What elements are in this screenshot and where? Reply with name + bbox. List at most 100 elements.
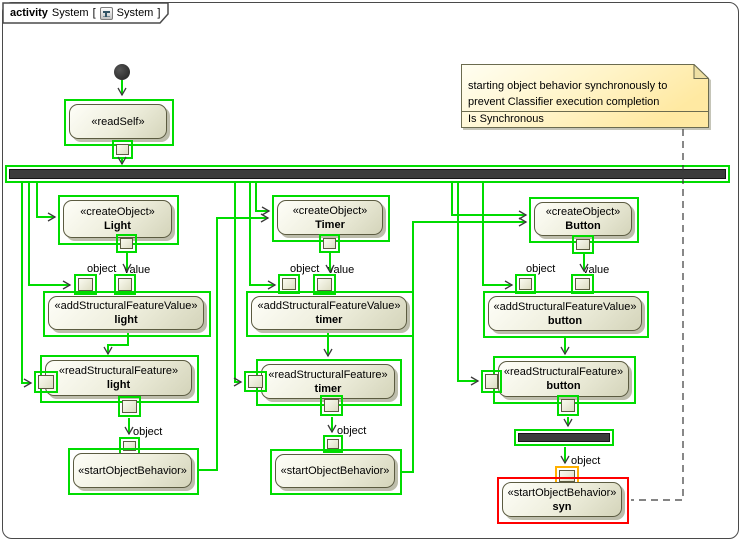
frame-header-tab xyxy=(2,2,169,24)
pin-read-timer-output[interactable] xyxy=(320,395,343,416)
action-body: «createObject» Button xyxy=(534,202,632,236)
stereotype-label: «startObjectBehavior» xyxy=(78,464,187,477)
edge-start-timer-to-create-button[interactable] xyxy=(401,217,528,473)
edge-add-to-read-light[interactable] xyxy=(103,333,129,356)
stereotype-label: «readStructuralFeature» xyxy=(503,366,624,378)
stereotype-label: «readStructuralFeature» xyxy=(58,365,179,377)
pin-square xyxy=(485,374,498,389)
pin-square xyxy=(519,278,532,290)
pin-square xyxy=(327,439,339,449)
frame-header: activity System [ System ] xyxy=(10,6,160,20)
frame-bracket-open: [ xyxy=(92,7,96,19)
pin-square xyxy=(559,470,575,482)
pin-square xyxy=(123,441,136,451)
action-body: «addStructuralFeatureValue» timer xyxy=(251,296,407,330)
pin-add-button-object[interactable] xyxy=(515,274,536,294)
action-name: light xyxy=(114,314,138,326)
pin-square xyxy=(561,399,575,412)
action-add-timer[interactable]: «addStructuralFeatureValue» timer xyxy=(246,291,414,337)
edge-fork-to-readpin-button[interactable] xyxy=(457,183,480,386)
action-start-syn[interactable]: «startObjectBehavior» syn xyxy=(497,477,629,524)
pin-square xyxy=(317,278,332,291)
edge-fork-to-objectpin-button[interactable] xyxy=(482,183,514,290)
activity-diagram-icon xyxy=(99,6,113,20)
action-body: «readStructuralFeature» light xyxy=(45,360,192,396)
pin-create-timer-output[interactable] xyxy=(319,234,340,253)
edge-start-light-to-create-timer[interactable] xyxy=(198,213,270,471)
pin-read-button-input[interactable] xyxy=(481,370,502,393)
action-name: syn xyxy=(552,500,572,513)
stereotype-label: «startObjectBehavior» xyxy=(280,465,390,477)
action-start-light[interactable]: «startObjectBehavior» xyxy=(68,448,199,495)
pin-square xyxy=(120,238,133,249)
pin-add-button-value[interactable] xyxy=(571,274,594,294)
action-name: timer xyxy=(315,314,343,326)
action-add-button[interactable]: «addStructuralFeatureValue» button xyxy=(483,291,649,338)
action-create-button[interactable]: «createObject» Button xyxy=(529,197,639,243)
note[interactable]: starting object behavior synchronously t… xyxy=(461,63,710,128)
pin-label-value: value xyxy=(328,264,355,276)
pin-add-timer-value[interactable] xyxy=(313,274,336,295)
edge-fork-to-objectpin-timer[interactable] xyxy=(249,183,277,290)
note-anchor-dashed-line xyxy=(631,129,684,501)
initial-node[interactable] xyxy=(114,64,130,80)
action-name: Button xyxy=(565,220,601,232)
pin-square xyxy=(324,399,339,412)
action-create-light[interactable]: «createObject» Light xyxy=(58,195,179,245)
edge-fork-to-objectpin-light[interactable] xyxy=(28,183,72,290)
pin-read-button-output[interactable] xyxy=(557,395,579,416)
pin-create-light-output[interactable] xyxy=(116,234,137,253)
stereotype-label: «readStructuralFeature» xyxy=(268,368,388,381)
pin-square xyxy=(323,238,336,249)
edge-fork-to-create-button[interactable] xyxy=(451,183,528,220)
frame-bracket-close: ] xyxy=(157,7,161,19)
stereotype-label: «addStructuralFeatureValue» xyxy=(54,300,198,312)
join-bar-body xyxy=(518,433,610,442)
action-name: Timer xyxy=(315,218,345,231)
stereotype-label: «readSelf» xyxy=(91,115,145,128)
action-read-self[interactable]: «readSelf» xyxy=(64,99,174,146)
pin-label-object: object xyxy=(571,455,601,467)
stereotype-label: «createObject» xyxy=(80,206,155,218)
pin-square xyxy=(248,375,263,388)
frame-diagram-name: System xyxy=(116,7,154,19)
pin-square xyxy=(116,144,129,155)
pin-square xyxy=(122,400,137,413)
pin-read-timer-input[interactable] xyxy=(244,371,267,392)
pin-add-timer-object[interactable] xyxy=(278,274,300,294)
pin-read-light-output[interactable] xyxy=(118,396,141,417)
fork-bar[interactable] xyxy=(5,165,730,183)
edge-fork-to-readpin-light[interactable] xyxy=(21,183,33,388)
action-read-timer[interactable]: «readStructuralFeature» timer xyxy=(256,359,402,406)
action-body: «startObjectBehavior» xyxy=(275,454,395,488)
pin-square xyxy=(282,278,296,290)
action-name: button xyxy=(547,314,583,327)
action-start-timer[interactable]: «startObjectBehavior» xyxy=(270,449,402,495)
pin-square xyxy=(38,375,54,389)
action-body: «createObject» Light xyxy=(63,200,172,238)
action-body: «readSelf» xyxy=(69,104,167,139)
diagram-frame xyxy=(2,2,739,539)
edge-fork-to-readpin-timer[interactable] xyxy=(233,183,243,387)
action-name: button xyxy=(546,380,581,392)
edge-fork-to-create-light[interactable] xyxy=(36,183,57,222)
pin-square xyxy=(118,278,132,291)
edge-fork-to-create-timer[interactable] xyxy=(255,183,271,216)
pin-add-light-object[interactable] xyxy=(74,274,97,295)
pin-label-value: value xyxy=(583,264,610,276)
pin-create-button-output[interactable] xyxy=(572,235,594,254)
action-read-button[interactable]: «readStructuralFeature» button xyxy=(493,356,636,404)
stereotype-label: «addStructuralFeatureValue» xyxy=(493,300,637,313)
pin-add-light-value[interactable] xyxy=(114,274,136,295)
action-body: «startObjectBehavior» xyxy=(73,453,192,488)
action-body: «addStructuralFeatureValue» button xyxy=(488,296,642,331)
action-name: timer xyxy=(314,382,342,395)
pin-start-timer-object[interactable] xyxy=(323,435,343,453)
note-divider xyxy=(462,111,708,112)
join-bar[interactable] xyxy=(514,429,614,446)
frame-kind-label: activity xyxy=(10,7,48,19)
pin-read-light-input[interactable] xyxy=(34,371,58,393)
fork-bar-body xyxy=(9,169,726,179)
pin-square xyxy=(576,239,590,250)
